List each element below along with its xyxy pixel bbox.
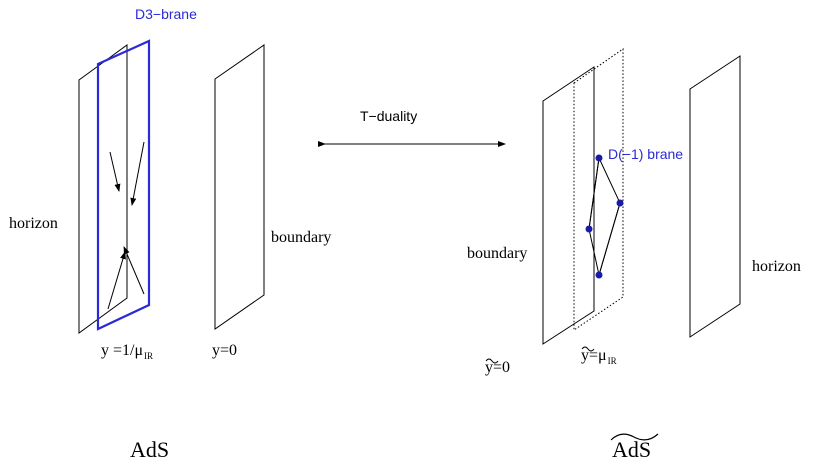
y-zero-label: y=0 [212,342,238,359]
instanton-chord-2 [598,202,621,276]
instanton-chord [588,157,600,230]
horizon-right-label: horizon [752,258,801,275]
d3-brane-plane [96,39,151,331]
ads-right-label: AdS [612,437,652,462]
boundary-left-label: boundary [271,229,332,246]
left-horizon-plane [78,44,128,334]
boundary-right-label: boundary [467,245,528,262]
ytilde-ir-label: y=μIR [581,347,617,366]
right-dotted-plane [573,48,624,331]
flow-arrow-1 [109,151,121,192]
y-ir-text: y =1/μ [101,342,144,359]
d-minus1-brane-label: D(−1) brane [608,146,684,162]
right-horizon-plane [689,55,741,338]
left-boundary-plane [214,44,265,330]
tilde-mark-1 [485,358,499,364]
y-ir-label: y =1/μIR [101,342,154,361]
flow-arrow-3 [107,251,126,310]
ytilde-ir-text: y=μ [581,347,607,364]
horizon-left-label: horizon [9,215,58,232]
flow-arrow-4 [123,246,145,295]
ytilde-ir-subscript: IR [607,356,617,366]
ads-wide-tilde [610,433,659,441]
instanton-point-1 [595,154,603,162]
d3-brane-label: D3−brane [135,6,197,22]
instanton-point-2 [616,199,624,207]
right-boundary-plane [542,66,595,345]
ads-left-label: AdS [130,437,170,462]
tilde-mark-2 [581,346,595,352]
instanton-point-4 [595,271,603,279]
t-duality-label: T−duality [360,108,418,124]
flow-arrow-2 [130,141,145,206]
instanton-point-3 [585,225,593,233]
ytilde-zero-label: y=0 [485,359,511,376]
y-ir-subscript: IR [144,351,154,361]
